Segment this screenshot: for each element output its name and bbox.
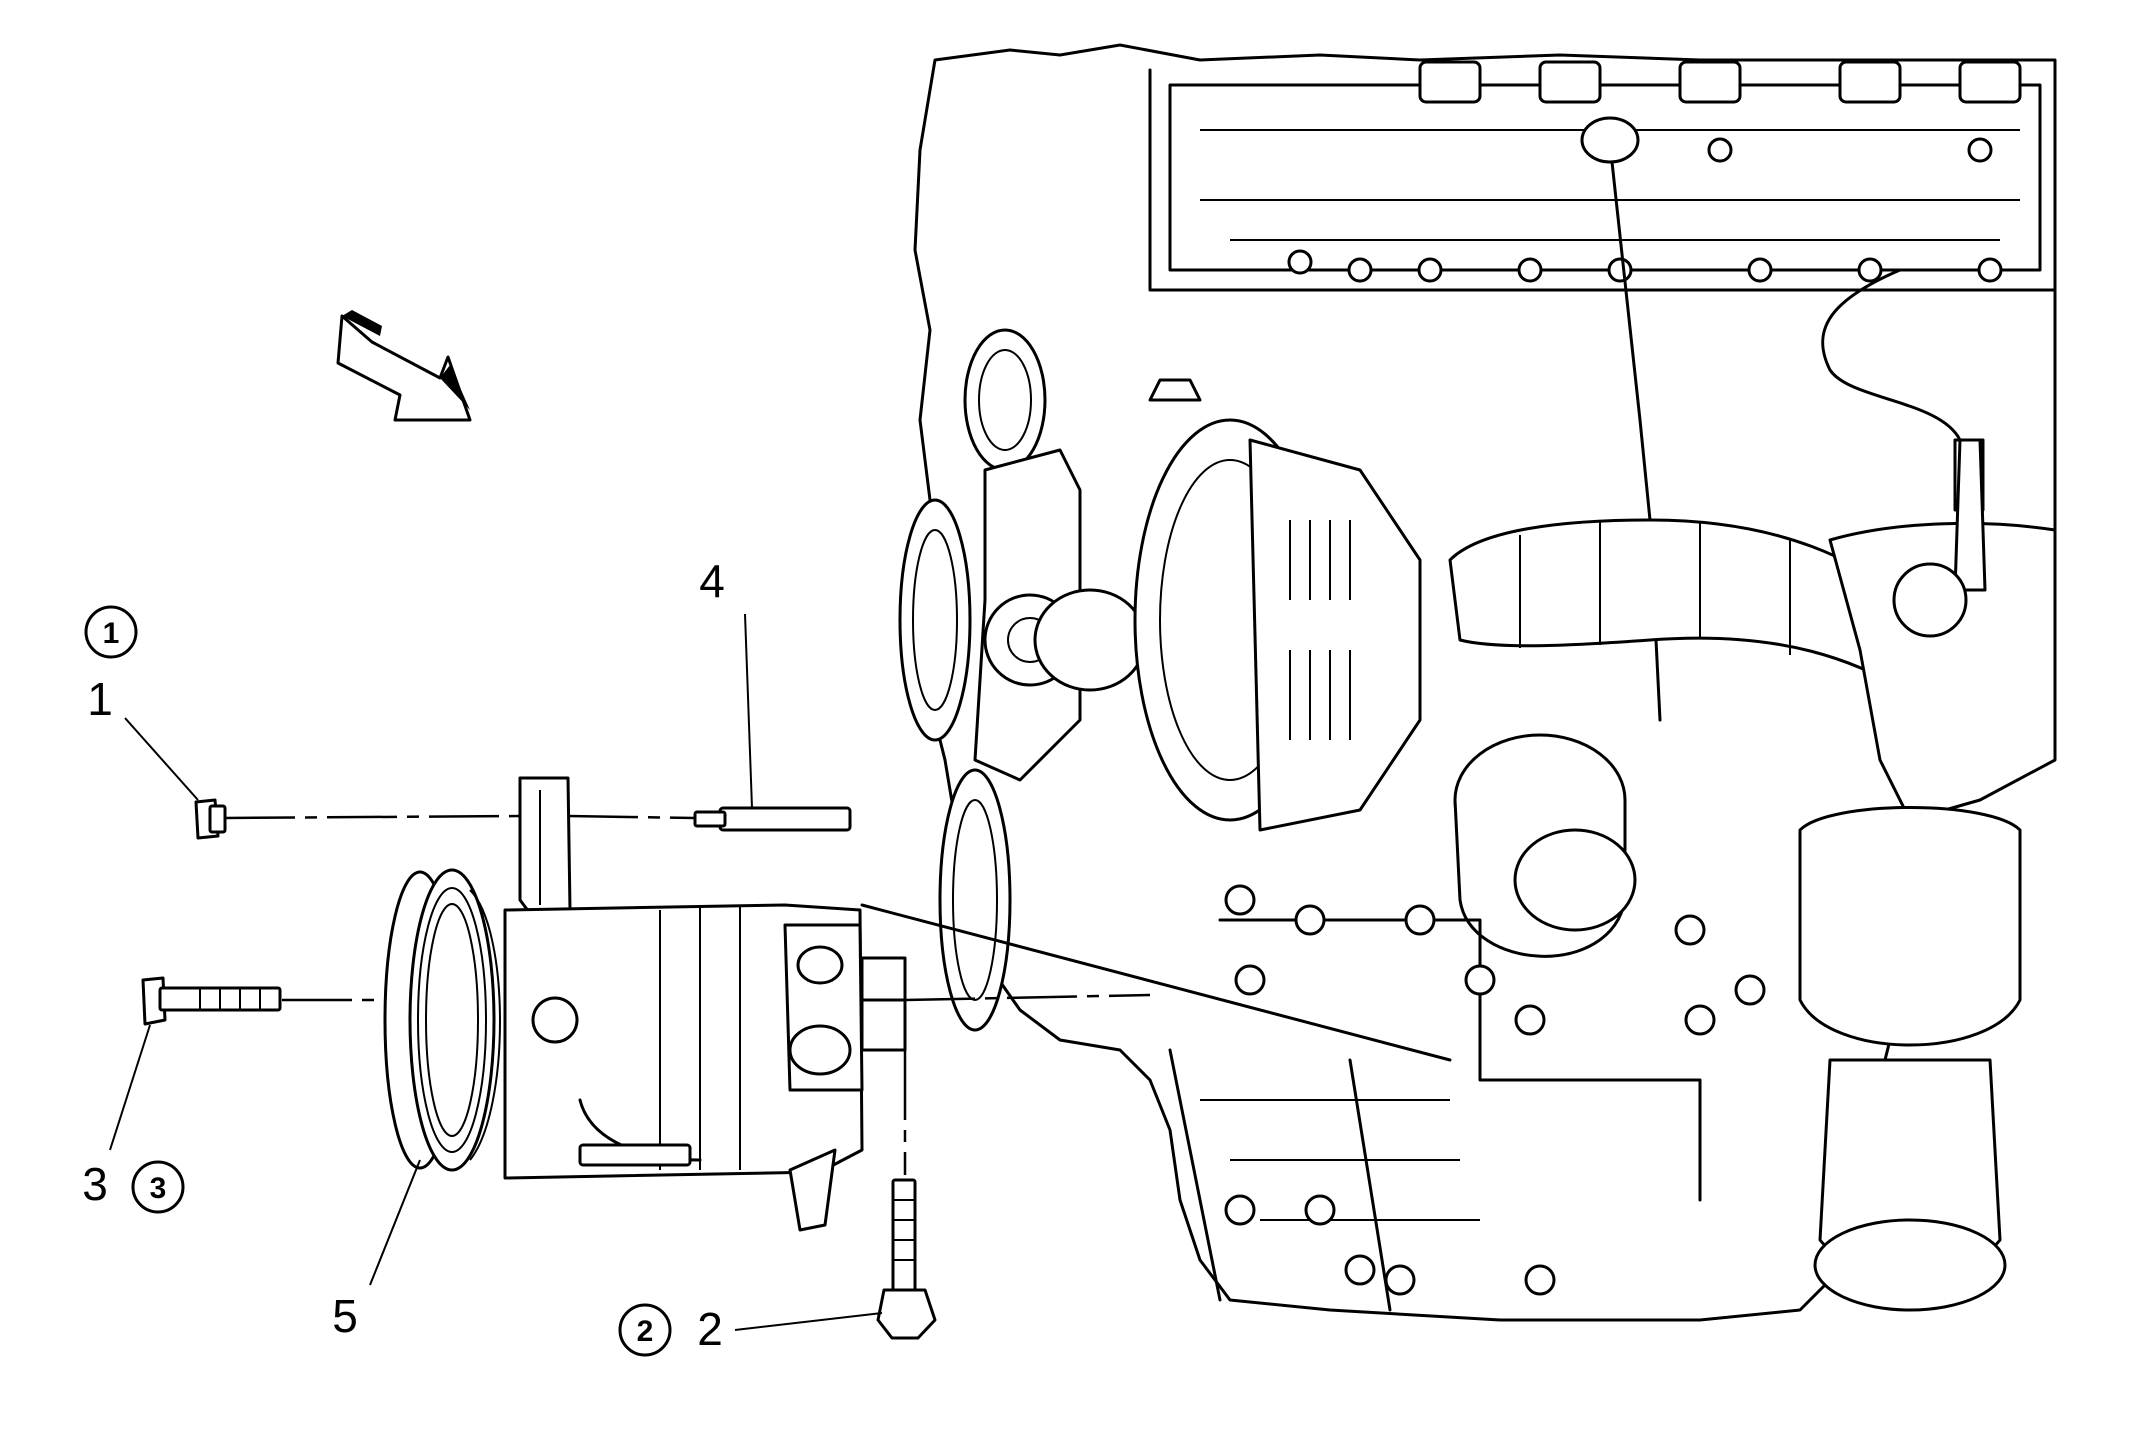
svg-text:1: 1 [87,673,113,725]
leader-lines [109,613,883,1331]
alternator-icon [1033,378,1422,832]
callout-1: 1 [87,673,113,725]
callout-2: 2 [697,1303,723,1355]
step-badge-2: 2 [618,1303,672,1357]
svg-text:3: 3 [150,1172,167,1205]
bolt-2-icon [876,1178,937,1340]
svg-text:1: 1 [103,617,120,650]
ignition-coil-icon [1418,60,2022,104]
pulley-icon [898,328,1047,1032]
dipstick-icon [1580,116,1662,722]
bolt-1-icon [194,798,227,840]
engine-assembly-icon [898,43,2057,1322]
step-badge-3: 3 [131,1160,185,1214]
step-badge-1: 1 [84,605,138,659]
callout-4: 4 [699,555,725,607]
svg-text:2: 2 [697,1303,723,1355]
svg-text:5: 5 [332,1290,358,1342]
callout-3: 3 [82,1158,108,1210]
cover-bolt-icon [1287,137,2003,283]
svg-text:4: 4 [699,555,725,607]
svg-text:3: 3 [82,1158,108,1210]
brace-stud-icon [693,806,852,832]
view-direction-arrow-icon [336,310,472,422]
ac-compressor-icon [383,776,907,1232]
svg-text:2: 2 [637,1315,654,1348]
callout-5: 5 [332,1290,358,1342]
block-bolt-icon [1224,884,1766,1296]
alignment-lines [224,814,1452,1175]
oil-filter-icon [1453,733,1637,958]
bolt-3-icon [141,976,282,1026]
